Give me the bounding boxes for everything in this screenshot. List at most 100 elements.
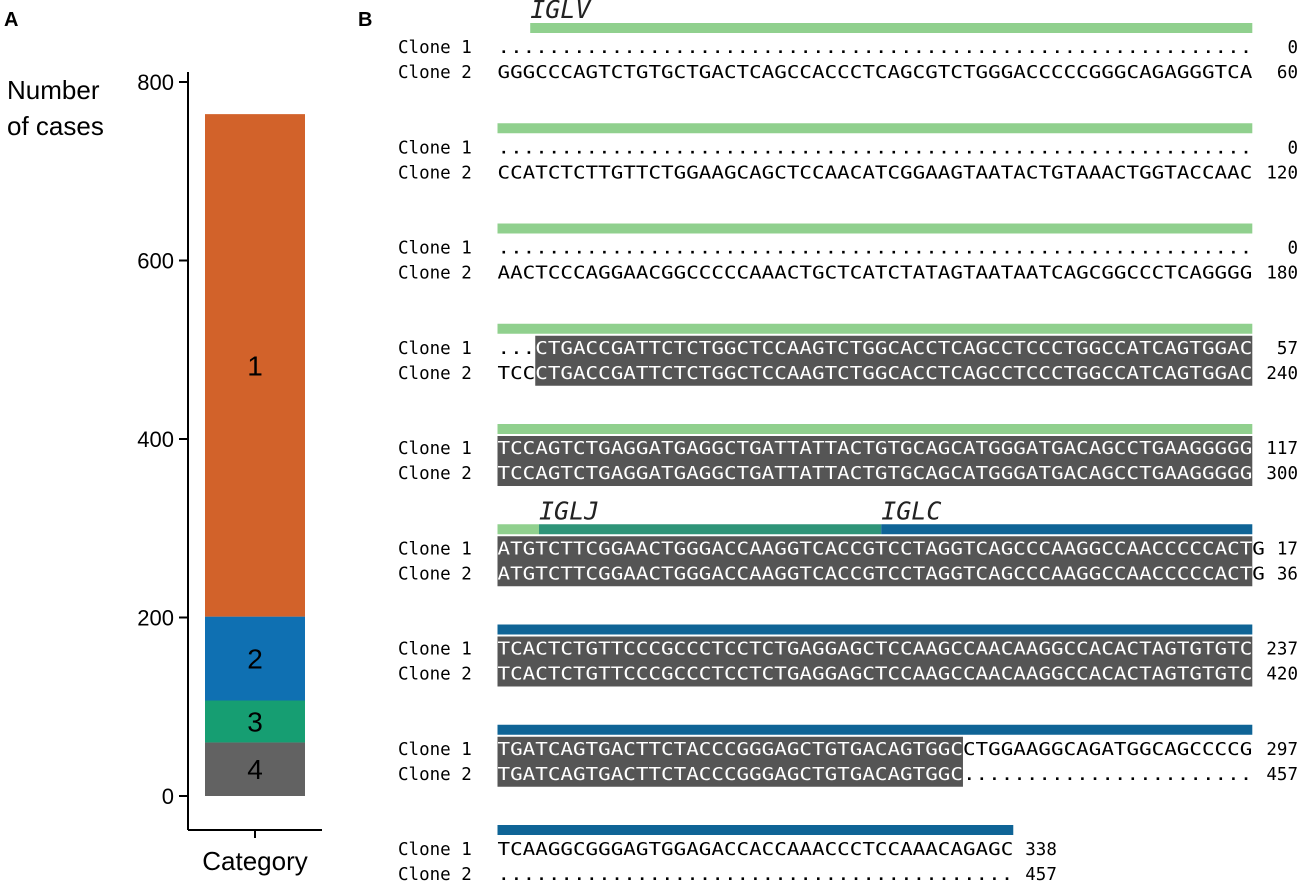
- alignment-block: Clone 1 TCCAGTCTGAGGATGAGGCTGATTATTACTGTG…: [398, 424, 1298, 486]
- segment-label-4: 4: [247, 754, 263, 785]
- sequence-text: ........................................…: [498, 865, 1014, 881]
- clone-name: Clone 1: [398, 740, 472, 760]
- bar-segment-3: [205, 700, 305, 743]
- sequence-text: ATGTCTTCGGAACTGGGACCAAGGTCACCGTCCTAGGTCA…: [498, 539, 1265, 559]
- sequence-text: TCCAGTCTGAGGATGAGGCTGATTATTACTGTGCAGCATG…: [498, 464, 1253, 484]
- iglj-region-bar: [539, 524, 882, 535]
- alignment-block: Clone 1 ...CTGACCGATTCTCTGGCTCCAAGTCTGGCA…: [398, 323, 1298, 386]
- sequence-text: AACTCCCAGGAACGGCCCCCAAACTGCTCATCTATAGTAA…: [498, 264, 1253, 284]
- position-number: 57: [1277, 339, 1298, 359]
- sequence-text: GGGCCCAGTCTGTGCTGACTCAGCCACCCTCAGCGTCTGG…: [498, 63, 1253, 83]
- iglv-region-bar: [497, 123, 1253, 134]
- sequence-text: ........................................…: [498, 138, 1253, 158]
- alignment-block: Clone 1.................................…: [398, 123, 1298, 183]
- sequence-text: ...CTGACCGATTCTCTGGCTCCAAGTCTGGCACCTCAGC…: [498, 339, 1253, 359]
- y-tick-label: 600: [137, 249, 174, 274]
- clone-name: Clone 2: [398, 464, 472, 484]
- position-number: 0: [1287, 138, 1298, 158]
- clone-name: Clone 2: [398, 163, 472, 183]
- gene-label-iglv: IGLV: [530, 0, 592, 24]
- clone-name: Clone 2: [398, 865, 472, 881]
- position-number: 297: [1266, 740, 1298, 760]
- alignment-block: Clone 1 TCACTCTGTTCCCGCCCTCCTCTGAGGAGCTCC…: [398, 624, 1298, 687]
- clone-name: Clone 1: [398, 439, 472, 459]
- sequence-text: TCAAGGCGGGAGTGGAGACCACCAAACCCTCCAAACAGAG…: [498, 840, 1014, 860]
- alignment-block: IGLJ IGLC Clone 1 ATGTCTTCGGAACTGGGACCAAGGT…: [398, 496, 1299, 587]
- clone-name: Clone 2: [398, 665, 472, 685]
- position-number: 180: [1266, 264, 1298, 284]
- bar-segment-4: [205, 742, 305, 796]
- y-axis-label-line2: of cases: [7, 111, 104, 141]
- sequence-text: TCACTCTGTTCCCGCCCTCCTCTGAGGAGCTCCAAGCCAA…: [498, 640, 1253, 660]
- identical-region-highlight: [497, 536, 1253, 587]
- clone-name: Clone 2: [398, 264, 472, 284]
- position-number: 177: [1277, 539, 1299, 559]
- sequence-text: ........................................…: [498, 239, 1253, 259]
- sequence-text: CCATCTCTTGTTCTGGAAGCAGCTCCAACATCGGAAGTAA…: [498, 163, 1253, 183]
- iglc-region-bar: [497, 825, 1014, 835]
- segment-label-3: 3: [247, 706, 263, 737]
- position-number: 0: [1287, 239, 1298, 259]
- clone-name: Clone 2: [398, 364, 472, 384]
- y-ticks: 0 200 400 600 800: [137, 70, 188, 809]
- position-number: 360: [1277, 564, 1299, 584]
- panel-a-label: A: [4, 9, 18, 31]
- sequence-text: ........................................…: [498, 38, 1253, 58]
- gene-label-iglj: IGLJ: [539, 496, 599, 525]
- position-number: 237: [1266, 640, 1298, 660]
- clone-name: Clone 2: [398, 765, 472, 785]
- identical-region-highlight: [497, 436, 1253, 486]
- alignment-block: IGLV Clone 1.............................…: [398, 0, 1298, 83]
- x-axis-label: Category: [202, 846, 308, 876]
- position-number: 420: [1266, 665, 1298, 685]
- position-number: 457: [1266, 765, 1298, 785]
- iglv-region-bar: [497, 323, 1253, 334]
- clone-name: Clone 1: [398, 339, 472, 359]
- segment-label-2: 2: [247, 644, 263, 675]
- panel-b-label: B: [358, 9, 372, 31]
- identical-region-highlight: [535, 335, 1253, 386]
- alignment-block: Clone 1 TCAAGGCGGGAGTGGAGACCACCAAACCCTCCA…: [398, 825, 1057, 881]
- y-axis-label-line1: Number: [7, 75, 100, 105]
- sequence-text: ATGTCTTCGGAACTGGGACCAAGGTCACCGTCCTAGGTCA…: [498, 564, 1265, 584]
- position-number: 60: [1277, 63, 1298, 83]
- position-number: 240: [1266, 364, 1298, 384]
- position-number: 0: [1287, 38, 1298, 58]
- iglv-region-bar: [497, 223, 1253, 234]
- iglv-region-bar: [530, 23, 1253, 33]
- alignment-block: Clone 1 TGATCAGTGACTTCTACCCGGGAGCTGTGACAG…: [398, 724, 1298, 787]
- clone-name: Clone 2: [398, 63, 472, 83]
- y-tick-label: 800: [137, 70, 174, 95]
- sequence-text: TCACTCTGTTCCCGCCCTCCTCTGAGGAGCTCCAAGCCAA…: [498, 665, 1253, 685]
- position-number: 120: [1266, 163, 1298, 183]
- bar-segment-2: [205, 616, 305, 701]
- y-tick-label: 400: [137, 427, 174, 452]
- position-number: 457: [1025, 865, 1057, 881]
- clone-name: Clone 1: [398, 539, 472, 559]
- clone-name: Clone 1: [398, 840, 472, 860]
- stacked-bar-chart: Number of cases Category 0 200 400 600 800 4…: [7, 70, 322, 876]
- iglc-region-bar: [497, 724, 1253, 735]
- position-number: 117: [1266, 439, 1298, 459]
- identical-region-highlight: [497, 636, 1253, 687]
- position-number: 338: [1025, 840, 1057, 860]
- y-tick-label: 0: [162, 784, 174, 809]
- iglv-region-bar: [497, 524, 540, 535]
- iglc-region-bar: [497, 624, 1253, 635]
- sequence-alignment: IGLV Clone 1.............................…: [398, 0, 1299, 881]
- y-tick-label: 200: [137, 606, 174, 631]
- identical-region-highlight: [497, 736, 963, 787]
- clone-name: Clone 1: [398, 38, 472, 58]
- bar-segment-1: [205, 114, 305, 617]
- alignment-block: Clone 1.................................…: [398, 223, 1298, 284]
- clone-name: Clone 2: [398, 564, 472, 584]
- sequence-text: TGATCAGTGACTTCTACCCGGGAGCTGTGACAGTGGC...…: [498, 765, 1253, 785]
- sequence-text: TCCAGTCTGAGGATGAGGCTGATTATTACTGTGCAGCATG…: [498, 439, 1253, 459]
- iglc-region-bar: [881, 524, 1253, 535]
- iglv-region-bar: [497, 424, 1253, 434]
- clone-name: Clone 1: [398, 640, 472, 660]
- gene-label-iglc: IGLC: [881, 496, 941, 525]
